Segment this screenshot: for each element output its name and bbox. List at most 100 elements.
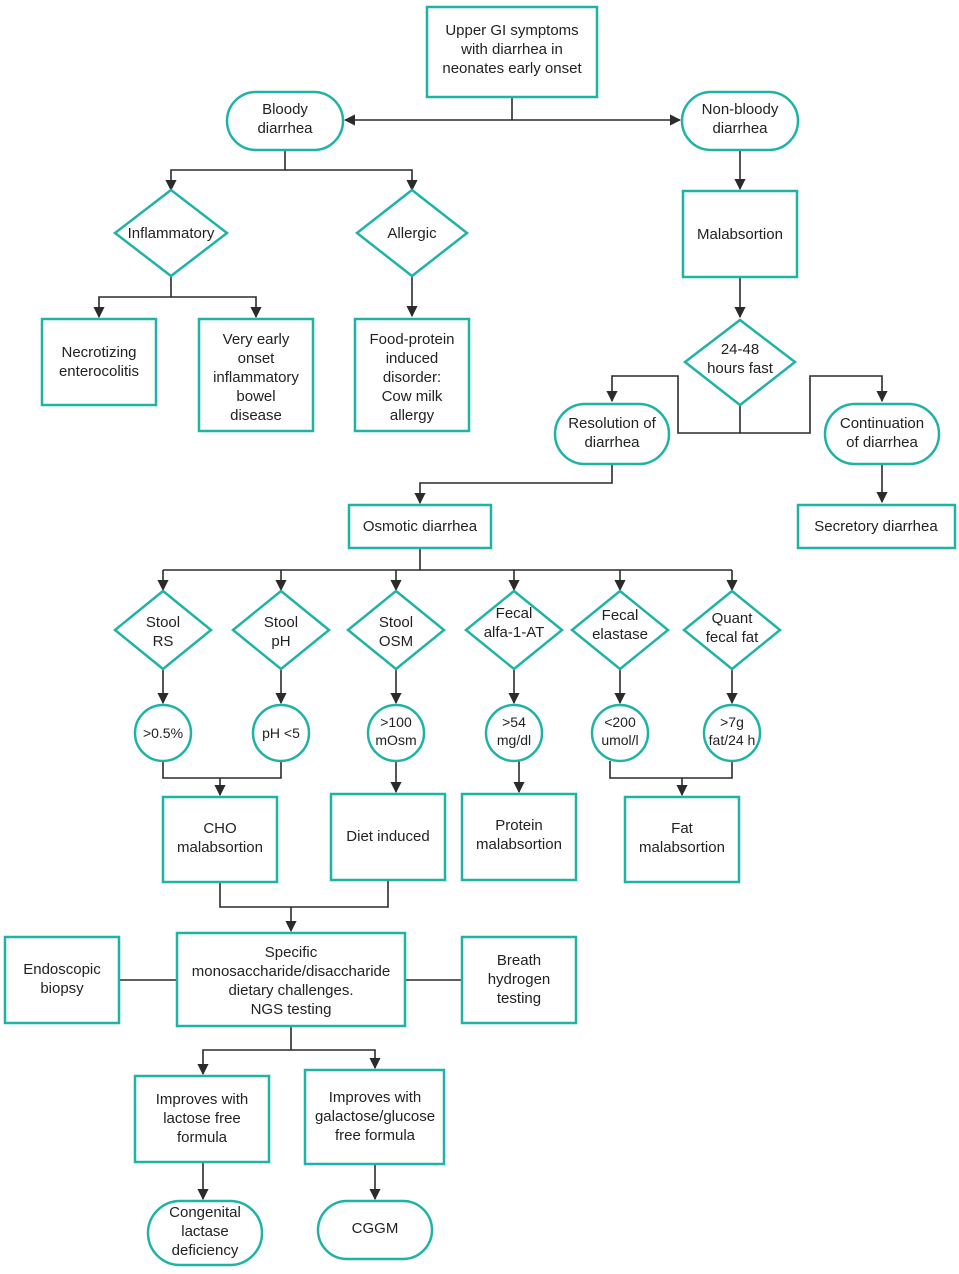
node-osmotic-diarrhea: Osmotic diarrhea (347, 503, 493, 550)
node-root-line-2: with diarrhea in (460, 41, 563, 58)
node-lactose-free: Improves with lactose free formula (133, 1074, 271, 1164)
node-breath-line-2: hydrogen (488, 971, 551, 988)
node-fecal-elastase: Fecal elastase (570, 589, 670, 671)
node-stool-rs: Stool RS (113, 589, 213, 671)
node-fpid-line-1: Food-protein (369, 331, 454, 348)
node-veoibd-line-5: disease (230, 407, 282, 424)
node-specific-line-3: dietary challenges. (228, 982, 353, 999)
node-secretory-diarrhea: Secretory diarrhea (796, 503, 957, 550)
node-fpid-line-5: allergy (390, 407, 435, 424)
edge-osmotic-bus (419, 548, 732, 571)
node-inflammatory: Inflammatory (112, 188, 230, 278)
node-lactose-line-3: formula (177, 1129, 228, 1146)
node-congenital-lactase-deficiency: Congenital lactase deficiency (146, 1199, 264, 1267)
node-fecal-aat: Fecal alfa-1-AT (464, 589, 564, 671)
node-cho-line-1: CHO (203, 820, 236, 837)
node-malabsortion: Malabsortion (681, 189, 799, 279)
node-fecal-aat-line-2: alfa-1-AT (484, 624, 545, 641)
edge-fat-cutoff-join (609, 761, 733, 779)
node-cutoff-aat-line-1: >54 (502, 714, 526, 730)
connectors (93, 97, 888, 1201)
node-continuation-line-2: of diarrhea (846, 434, 918, 451)
node-necrotizing-enterocolitis: Necrotizing enterocolitis (40, 317, 158, 407)
node-cld-line-2: lactase (181, 1223, 229, 1240)
node-cutoff-fat-line-2: fat/24 h (709, 732, 756, 748)
node-lactose-line-2: lactose free (163, 1110, 241, 1127)
node-continuation: Continuation of diarrhea (823, 402, 941, 466)
node-cutoff-aat: >54 mg/dl (484, 703, 544, 763)
node-fecal-aat-line-1: Fecal (496, 605, 533, 622)
edge-specific-split (197, 1026, 292, 1076)
node-specific-line-1: Specific (265, 944, 318, 961)
node-allergic: Allergic (354, 188, 470, 278)
node-cutoff-osm-line-1: >100 (380, 714, 412, 730)
node-cutoff-osm: >100 mOsm (366, 703, 426, 763)
node-bloody-diarrhea: Bloody diarrhea (225, 90, 345, 152)
node-nonbloody-line-2: diarrhea (712, 120, 768, 137)
node-malabs-line-1: Malabsortion (697, 226, 783, 243)
node-nonbloody-diarrhea: Non-bloody diarrhea (680, 90, 800, 152)
edge-resolution-to-osmotic (414, 464, 613, 505)
node-cutoff-osm-line-2: mOsm (375, 732, 416, 748)
node-fpid-line-3: disorder: (383, 369, 441, 386)
edge-fast-to-continuation (740, 375, 888, 434)
node-resolution-line-2: diarrhea (584, 434, 640, 451)
edge-inflam-to-veoibd (171, 296, 262, 319)
edge-cho-diet-join (219, 880, 389, 908)
node-fecal-el-line-1: Fecal (602, 607, 639, 624)
node-stool-ph-line-1: Stool (264, 614, 298, 631)
node-food-protein-disorder: Food-protein induced disorder: Cow milk … (353, 317, 471, 433)
node-cutoff-fat: >7g fat/24 h (702, 703, 762, 763)
node-allergic-line-1: Allergic (387, 225, 437, 242)
node-protein-malabsortion: Protein malabsortion (460, 792, 578, 882)
node-breath-hydrogen: Breath hydrogen testing (460, 935, 578, 1025)
node-nec-line-2: enterocolitis (59, 363, 139, 380)
node-cutoff-el-line-2: umol/l (601, 732, 638, 748)
node-quant-fat-line-2: fecal fat (706, 629, 759, 646)
node-stool-osm-line-1: Stool (379, 614, 413, 631)
node-galactose-glucose-free: Improves with galactose/glucose free for… (303, 1068, 446, 1166)
node-specific-challenges: Specific monosaccharide/disaccharide die… (175, 931, 407, 1028)
node-endoscopic-biopsy: Endoscopic biopsy (3, 935, 121, 1025)
node-secretory-line-1: Secretory diarrhea (814, 518, 938, 535)
node-nonbloody-line-1: Non-bloody (702, 101, 779, 118)
node-diet-induced: Diet induced (329, 792, 447, 882)
node-cho-line-2: malabsortion (177, 839, 263, 856)
node-bloody-line-1: Bloody (262, 101, 308, 118)
edge-to-galactose (291, 1049, 381, 1070)
node-protein-line-1: Protein (495, 817, 543, 834)
node-root: Upper GI symptoms with diarrhea in neona… (425, 5, 599, 99)
node-continuation-line-1: Continuation (840, 415, 924, 432)
node-protein-line-2: malabsortion (476, 836, 562, 853)
node-cutoff-fat-line-1: >7g (720, 714, 744, 730)
node-fat-line-2: malabsortion (639, 839, 725, 856)
node-cggm: CGGM (316, 1199, 434, 1261)
node-stool-ph: Stool pH (231, 589, 331, 671)
node-cld-line-3: deficiency (172, 1242, 239, 1259)
node-veoibd-line-2: onset (238, 350, 276, 367)
node-fast-line-1: 24-48 (721, 341, 759, 358)
node-veo-ibd: Very early onset inflammatory bowel dise… (197, 317, 315, 433)
node-endo-line-2: biopsy (40, 980, 84, 997)
node-stool-ph-line-2: pH (271, 633, 290, 650)
node-cutoff-aat-line-2: mg/dl (497, 732, 531, 748)
node-fpid-line-4: Cow milk (382, 388, 443, 405)
edge-inflam-to-nec (93, 276, 172, 319)
node-fat-malabsortion: Fat malabsortion (623, 795, 741, 884)
node-breath-line-1: Breath (497, 952, 541, 969)
node-veoibd-line-4: bowel (236, 388, 275, 405)
node-galactose-line-1: Improves with (329, 1089, 422, 1106)
node-fat-line-1: Fat (671, 820, 694, 837)
node-endo-line-1: Endoscopic (23, 961, 101, 978)
node-cutoff-el-line-1: <200 (604, 714, 636, 730)
node-inflammatory-line-1: Inflammatory (128, 225, 215, 242)
node-resolution: Resolution of diarrhea (553, 402, 671, 466)
node-fast: 24-48 hours fast (682, 318, 798, 407)
node-cutoff-rs-line-1: >0.5% (143, 725, 183, 741)
node-lactose-line-1: Improves with (156, 1091, 249, 1108)
node-cutoff-elastase: <200 umol/l (590, 703, 650, 763)
edge-rs-cutoff-join (162, 761, 282, 779)
node-cggm-line-1: CGGM (352, 1220, 399, 1237)
node-stool-osm-line-2: OSM (379, 633, 413, 650)
edge-bloody-split (165, 150, 286, 192)
